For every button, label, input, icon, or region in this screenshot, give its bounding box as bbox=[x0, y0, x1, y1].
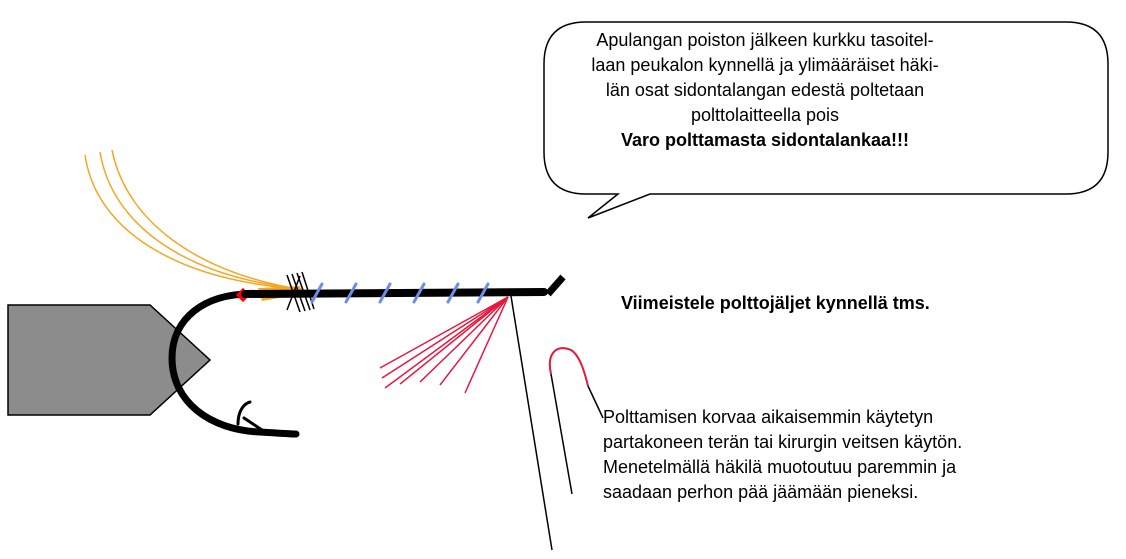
burning-device-arm bbox=[550, 373, 573, 495]
wing-fiber bbox=[84, 154, 301, 290]
note-line: saadaan perhon pää jäämään pieneksi. bbox=[603, 482, 919, 502]
bubble-line: polttolaitteella pois bbox=[690, 105, 840, 125]
finish-label: Viimeistele polttojäljet kynnellä tms. bbox=[621, 293, 930, 313]
speech-bubble-text: Apulangan poiston jälkeen kurkku tasoite… bbox=[580, 28, 950, 153]
body-ribbing bbox=[310, 282, 490, 304]
hook-shank bbox=[241, 288, 548, 298]
burning-wire-icon bbox=[548, 347, 589, 387]
note-line: partakoneen terän tai kirurgin veitsen k… bbox=[603, 432, 963, 452]
bubble-line: laan peukalon kynnellä ja ylimääräiset h… bbox=[591, 55, 939, 75]
hook-eye bbox=[545, 274, 566, 297]
note-text: Polttamisen korvaa aikaisemmin käytetyn … bbox=[603, 405, 963, 505]
note-line: Polttamisen korvaa aikaisemmin käytetyn bbox=[603, 407, 934, 427]
hook-bend bbox=[168, 290, 300, 438]
leader-line bbox=[510, 295, 553, 551]
wing-fiber bbox=[111, 149, 305, 291]
speech-bubble bbox=[543, 21, 1109, 219]
hackle-fibers bbox=[379, 296, 509, 394]
burning-device-arm bbox=[587, 385, 604, 419]
bubble-warning: Varo polttamasta sidontalankaa!!! bbox=[620, 130, 910, 150]
wing-fiber bbox=[99, 151, 303, 290]
note-line: Menetelmällä häkilä muotoutuu paremmin j… bbox=[603, 457, 957, 477]
hook-barb bbox=[236, 400, 264, 432]
bubble-line: län osat sidontalangan edestä poltetaan bbox=[605, 80, 925, 100]
bubble-line: Apulangan poiston jälkeen kurkku tasoite… bbox=[596, 30, 934, 50]
